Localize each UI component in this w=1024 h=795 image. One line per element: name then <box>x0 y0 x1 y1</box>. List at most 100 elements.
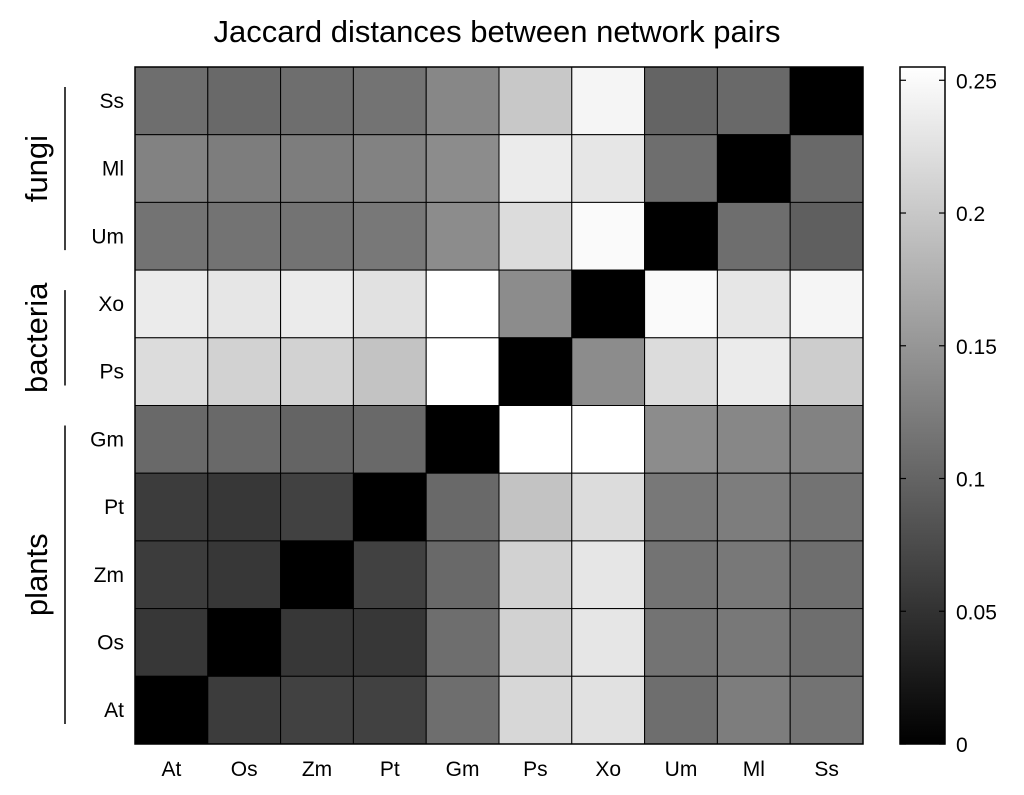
heatmap-cell <box>134 66 209 136</box>
heatmap-cell <box>207 269 282 339</box>
heatmap-cell <box>571 66 646 136</box>
heatmap-cell <box>789 134 864 203</box>
heatmap-cell <box>425 134 500 203</box>
x-tick-label: Ml <box>743 758 765 781</box>
heatmap-cell <box>352 608 427 677</box>
x-tick-label: Os <box>231 758 258 781</box>
heatmap-cell <box>644 134 718 203</box>
heatmap-cell <box>134 201 209 271</box>
group-label: plants <box>19 533 54 616</box>
y-tick-label: Pt <box>104 496 124 519</box>
heatmap-cell <box>571 675 646 745</box>
heatmap-cell <box>425 66 500 136</box>
heatmap-cell <box>352 269 427 339</box>
heatmap-cell <box>644 608 718 677</box>
heatmap-cell <box>571 405 646 474</box>
y-tick-label: Um <box>91 225 124 248</box>
heatmap-cell <box>134 337 209 406</box>
colorbar-tick-label: 0 <box>956 734 968 757</box>
heatmap-cell <box>134 675 209 745</box>
heatmap-cell <box>789 201 864 271</box>
colorbar-tick-label: 0.2 <box>956 203 985 226</box>
group-label: fungi <box>19 135 54 202</box>
heatmap-cell <box>789 269 864 339</box>
heatmap-cell <box>716 405 791 474</box>
heatmap-cell <box>207 201 282 271</box>
heatmap-cell <box>207 337 282 406</box>
heatmap-cell <box>280 66 354 136</box>
heatmap-cell <box>716 608 791 677</box>
heatmap-cell <box>134 472 209 542</box>
heatmap-cell <box>644 405 718 474</box>
heatmap-cell <box>280 675 354 745</box>
heatmap-cell <box>644 675 718 745</box>
heatmap-cell <box>352 337 427 406</box>
heatmap-cell <box>207 66 282 136</box>
heatmap-cell <box>280 540 354 610</box>
heatmap-cell <box>280 337 354 406</box>
heatmap-cell <box>571 134 646 203</box>
heatmap-cell <box>789 405 864 474</box>
heatmap-cell <box>425 405 500 474</box>
heatmap-cell <box>352 405 427 474</box>
row-group-labels: fungi bacteria plants <box>19 87 66 724</box>
heatmap-cell <box>280 269 354 339</box>
colorbar-tick-label: 0.15 <box>956 336 997 359</box>
heatmap-cell <box>425 675 500 745</box>
colorbar-gradient <box>899 66 946 745</box>
heatmap-cell <box>716 269 791 339</box>
y-tick-label: Ss <box>99 90 124 113</box>
colorbar-tick-label: 0.25 <box>956 70 997 93</box>
y-tick-label: Gm <box>90 428 124 451</box>
colorbar: 00.050.10.150.20.25 <box>899 66 997 757</box>
y-tick-label: Os <box>97 631 124 654</box>
heatmap-cell <box>644 269 718 339</box>
heatmap-cell <box>716 675 791 745</box>
heatmap-cell <box>571 608 646 677</box>
heatmap-cell <box>352 201 427 271</box>
heatmap-cell <box>207 540 282 610</box>
heatmap-cell <box>571 269 646 339</box>
heatmap-cell <box>644 201 718 271</box>
heatmap-cell <box>352 134 427 203</box>
heatmap-cell <box>425 540 500 610</box>
heatmap-cell <box>498 540 573 610</box>
heatmap-cell <box>207 608 282 677</box>
heatmap-cell <box>280 608 354 677</box>
heatmap-cell <box>280 201 354 271</box>
heatmap-cell <box>280 134 354 203</box>
x-tick-label: Zm <box>302 758 332 781</box>
heatmap-cell <box>207 134 282 203</box>
heatmap-cell <box>498 337 573 406</box>
x-tick-label: Ps <box>523 758 548 781</box>
x-tick-label: Xo <box>595 758 621 781</box>
heatmap-cell <box>571 201 646 271</box>
heatmap-cell <box>498 269 573 339</box>
heatmap-cell <box>352 675 427 745</box>
heatmap-cell <box>134 269 209 339</box>
y-tick-label: Zm <box>94 564 124 587</box>
heatmap-cell <box>498 66 573 136</box>
heatmap-cell <box>716 337 791 406</box>
group-label: bacteria <box>19 282 54 393</box>
heatmap-cell <box>644 66 718 136</box>
heatmap-cell <box>716 201 791 271</box>
heatmap-cell <box>644 472 718 542</box>
heatmap-cell <box>789 540 864 610</box>
heatmap-cell <box>498 134 573 203</box>
heatmap-cell <box>789 66 864 136</box>
heatmap-cell <box>789 675 864 745</box>
heatmap-cell <box>789 337 864 406</box>
heatmap-cell <box>716 134 791 203</box>
x-tick-label: Gm <box>446 758 480 781</box>
heatmap-cell <box>134 608 209 677</box>
heatmap-cell <box>644 337 718 406</box>
heatmap-cell <box>716 66 791 136</box>
heatmap-cell <box>207 472 282 542</box>
x-tick-label: At <box>161 758 181 781</box>
x-tick-label: Ss <box>814 758 839 781</box>
heatmap-cell <box>789 608 864 677</box>
heatmap-cell <box>352 66 427 136</box>
heatmap-cell <box>425 269 500 339</box>
